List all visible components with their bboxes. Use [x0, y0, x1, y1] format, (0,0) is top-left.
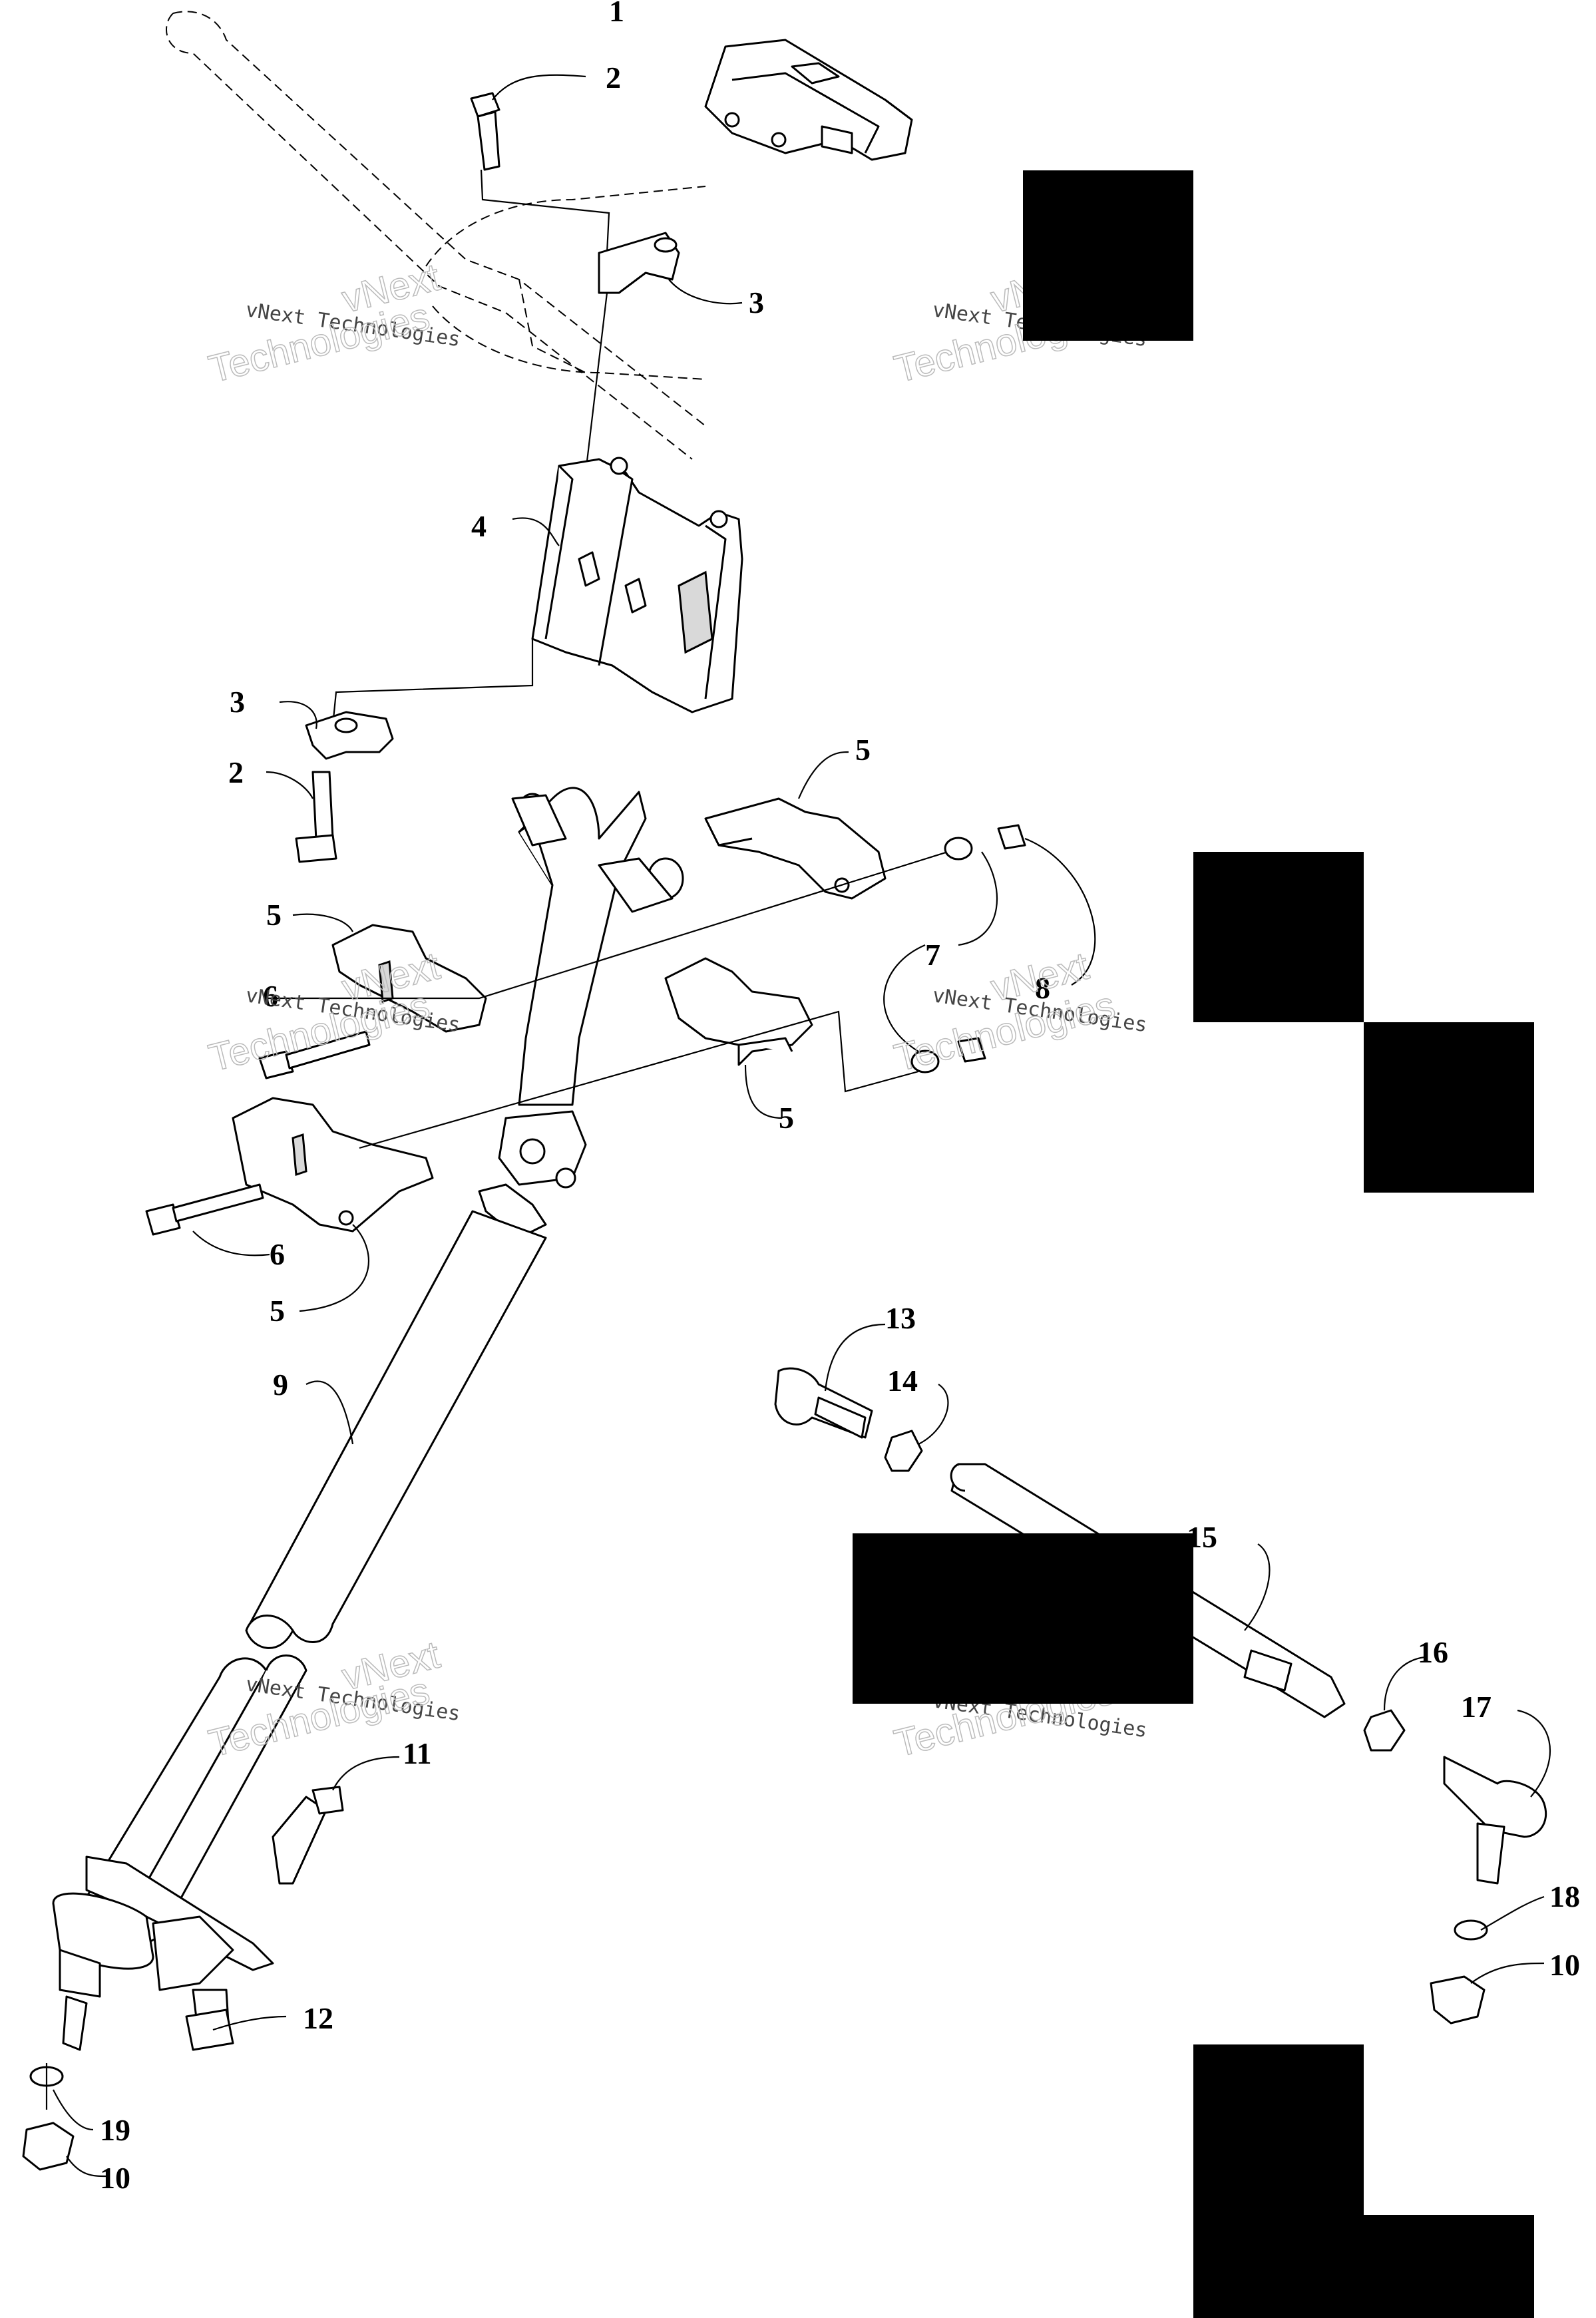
clamp-half-lower-right-part: [664, 957, 813, 1119]
callout-labels: 1 2 3 4 3 2 5 5 6 7 8 5 6 5 9 13 14 15 1…: [100, 0, 1580, 2195]
callout-13: 13: [885, 1301, 916, 1335]
callout-3: 3: [749, 286, 764, 319]
callout-5: 5: [270, 1294, 285, 1328]
callout-6: 6: [270, 1237, 285, 1271]
callout-3: 3: [230, 685, 245, 719]
callout-8: 8: [1035, 971, 1050, 1005]
callout-12: 12: [303, 2001, 333, 2035]
callout-11: 11: [403, 1736, 431, 1770]
clamp-half-lower-left-part: [232, 1097, 434, 1312]
watermark-middle-right: vNext vNext Technologies Technologies: [890, 944, 1149, 1080]
redaction-blocks: [853, 170, 1534, 2318]
callout-10: 10: [1549, 1948, 1580, 1982]
upper-bolt-part: [470, 74, 610, 254]
callout-16: 16: [1418, 1635, 1448, 1669]
callout-5: 5: [855, 733, 871, 767]
callout-10: 10: [100, 2161, 130, 2195]
clamp-half-upper-left-part: [292, 913, 487, 1033]
redaction-block: [1193, 2044, 1364, 2318]
watermark-top-left: vNext vNext Technologies Technologies: [204, 255, 462, 391]
column-bottom-bracket-part: [22, 1756, 400, 2178]
callout-5: 5: [266, 898, 282, 932]
callout-14: 14: [887, 1364, 918, 1398]
callout-4: 4: [471, 509, 487, 543]
callout-19: 19: [100, 2113, 130, 2147]
callout-9: 9: [273, 1368, 288, 1402]
callout-5: 5: [779, 1101, 794, 1135]
callout-17: 17: [1461, 1690, 1492, 1724]
lower-bolt-part: [266, 771, 337, 863]
handlebar-reference-outline: [166, 11, 706, 460]
washer-nut-set-part: [883, 824, 1096, 1073]
redaction-block: [853, 1533, 1193, 1704]
callout-1: 1: [609, 0, 624, 28]
lower-long-bolt-part: [145, 1010, 919, 1256]
callout-2: 2: [228, 755, 244, 789]
redaction-block: [1023, 170, 1193, 341]
upper-long-bolt-part: [258, 847, 959, 1079]
watermark-middle-left: vNext vNext Technologies Technologies: [204, 944, 462, 1080]
callout-2: 2: [606, 61, 621, 95]
redaction-block: [1193, 852, 1364, 1022]
lower-clamp-cap-part: [279, 701, 394, 760]
steering-shaft-part: [478, 787, 684, 1239]
upper-clamp-cap-part: [598, 232, 743, 305]
redaction-block: [1364, 2215, 1534, 2318]
riser-block-part: [331, 292, 743, 726]
callout-6: 6: [263, 979, 278, 1013]
handlebar-cover-part: [704, 39, 913, 161]
callout-7: 7: [925, 938, 940, 972]
clamp-half-upper-right-part: [704, 751, 887, 900]
callout-18: 18: [1549, 1879, 1580, 1913]
redaction-block: [1364, 1022, 1534, 1193]
